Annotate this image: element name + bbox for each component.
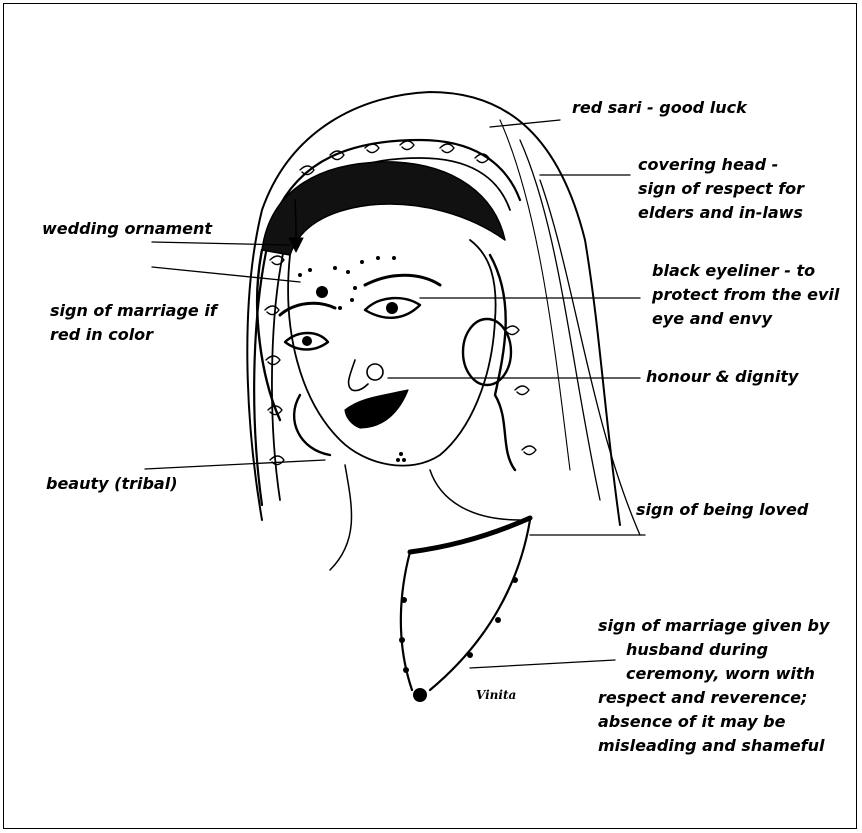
earring-left	[294, 395, 330, 455]
label-choker: sign of being loved	[636, 498, 808, 522]
label-tattoo: beauty (tribal)	[46, 472, 178, 496]
choker	[410, 518, 530, 552]
mangalsutra-beads	[399, 577, 518, 673]
nose	[349, 360, 368, 391]
pointer-mangalsutra	[470, 660, 615, 668]
mangalsutra-pendant	[413, 688, 427, 702]
label-mangalsutra: sign of marriage given by husband during…	[598, 614, 829, 758]
label-eyeliner: black eyeliner - to protect from the evi…	[652, 259, 839, 331]
nose-ring	[367, 364, 383, 380]
face-outline	[288, 240, 495, 466]
neck-right	[430, 470, 520, 520]
artist-signature: Vinita	[476, 688, 516, 702]
veil-outline	[247, 92, 620, 525]
neck-left	[330, 465, 352, 570]
label-wedding-ornament: wedding ornament	[42, 217, 212, 241]
pupil-left	[302, 336, 312, 346]
label-bindi: sign of marriage if red in color	[50, 299, 217, 347]
hair-side-left	[257, 250, 280, 420]
lips	[345, 390, 408, 428]
label-red-sari: red sari - good luck	[572, 96, 747, 120]
label-nose-ring: honour & dignity	[646, 365, 798, 389]
bindi-dots	[298, 256, 406, 462]
label-covering-head: covering head - sign of respect for elde…	[638, 153, 804, 225]
pointer-tattoo	[145, 460, 325, 469]
pupil-right	[386, 302, 398, 314]
pointer-bindi	[152, 267, 300, 282]
eyebrow-right	[365, 275, 440, 285]
bindi	[316, 286, 328, 298]
